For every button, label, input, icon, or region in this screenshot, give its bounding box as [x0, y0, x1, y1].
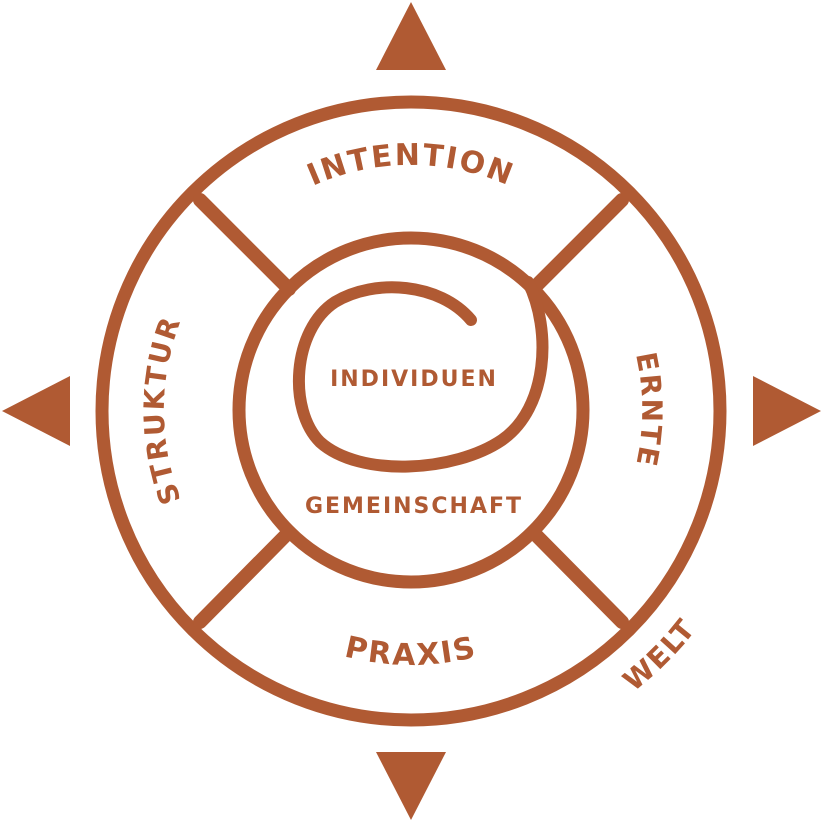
label-ernte: ERNTE	[629, 349, 666, 470]
label-individuen: INDIVIDUEN	[330, 367, 498, 392]
south-arrow-icon	[376, 752, 446, 820]
svg-text:INTENTION: INTENTION	[302, 138, 519, 194]
spiral	[292, 276, 549, 473]
north-arrow-icon	[376, 2, 446, 70]
svg-text:STRUKTUR: STRUKTUR	[138, 311, 188, 509]
label-struktur: STRUKTUR	[138, 311, 186, 509]
label-praxis: PRAXIS	[342, 630, 478, 673]
svg-text:ERNTE: ERNTE	[629, 349, 668, 470]
sector-dividers	[193, 193, 629, 629]
west-arrow-icon	[2, 376, 70, 446]
inner-circle	[232, 231, 590, 589]
east-arrow-icon	[753, 376, 821, 446]
svg-text:PRAXIS: PRAXIS	[342, 630, 480, 673]
label-intention: INTENTION	[302, 138, 517, 194]
label-gemeinschaft: GEMEINSCHAFT	[305, 494, 523, 519]
outer-ring	[95, 95, 727, 727]
